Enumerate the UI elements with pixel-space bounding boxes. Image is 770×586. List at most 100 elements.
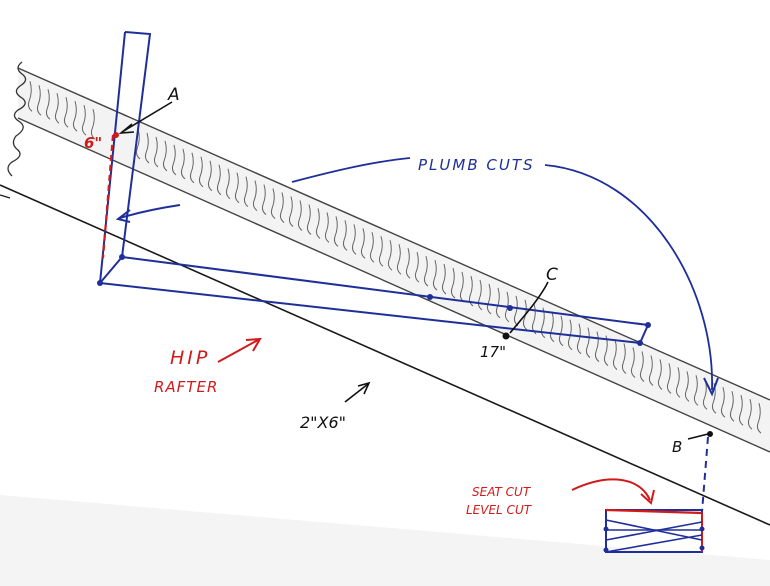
hatch-stroke (396, 244, 402, 275)
hatch-stroke (522, 299, 528, 331)
hip-arrowhead (245, 337, 262, 352)
hatch-stroke (711, 383, 717, 414)
label-seat-cut: SEAT CUT (472, 485, 532, 499)
hatch-stroke (54, 93, 60, 124)
hatch-stroke (261, 184, 267, 215)
hatch-stroke (756, 403, 762, 434)
hatch-stroke (63, 97, 69, 128)
label-rafter: RAFTER (154, 378, 218, 396)
hatch-stroke (585, 327, 591, 359)
corner-dot (427, 294, 433, 300)
hatch-stroke (243, 176, 249, 208)
hatch-stroke (279, 192, 285, 223)
rafter-hatching (27, 81, 762, 434)
label-level-cut: LEVEL CUT (466, 503, 533, 517)
hatch-stroke (360, 228, 366, 259)
hatch-stroke (630, 347, 636, 378)
hatch-stroke (36, 85, 42, 116)
hatch-stroke (720, 387, 726, 418)
hatch-stroke (288, 196, 294, 227)
hatch-stroke (549, 311, 555, 343)
hatch-stroke (612, 339, 618, 370)
corner-dot (507, 305, 513, 311)
hatch-stroke (27, 81, 33, 112)
blue-arrowhead (115, 209, 131, 223)
hatch-stroke (495, 287, 501, 319)
wood-break-line (7, 61, 27, 177)
hatch-stroke (306, 204, 312, 235)
hatch-stroke (216, 164, 222, 196)
pointer-c (509, 281, 549, 334)
lumber-line (0, 184, 770, 526)
square-blade-end (639, 324, 649, 344)
corner-dot (119, 254, 125, 260)
pointer-a (121, 101, 173, 133)
hatch-stroke (675, 367, 681, 398)
seat-cut-line (605, 508, 703, 515)
lumber-end-tick (0, 194, 11, 199)
hip-arrow (217, 339, 259, 363)
hatch-stroke (459, 271, 465, 303)
hatch-stroke (747, 399, 753, 430)
hatch-stroke (153, 136, 159, 168)
hatch-stroke (441, 263, 447, 295)
hatch-stroke (198, 156, 204, 188)
label-dim-6: 6" (84, 134, 102, 152)
hatch-stroke (603, 335, 609, 366)
hatch-stroke (621, 343, 627, 374)
square-blade-bottom (99, 282, 641, 344)
red-point-a (113, 132, 119, 138)
hatch-stroke (639, 351, 645, 382)
label-point-b: B (672, 438, 682, 456)
pencil-rafter (17, 67, 770, 453)
seat-cut-block (603, 508, 705, 553)
hatch-stroke (135, 128, 141, 160)
hatch-stroke (162, 140, 168, 172)
hatch-stroke (576, 323, 582, 355)
hatch-stroke (666, 363, 672, 394)
lumber-pointer-head (357, 381, 371, 395)
plumb-dashed-b (701, 436, 709, 513)
pointer-b (687, 433, 709, 440)
corner-dot (637, 340, 643, 346)
hatch-stroke (252, 180, 258, 212)
rafter-bottom-edge (17, 117, 770, 453)
label-point-a: A (167, 85, 180, 105)
hatch-stroke (405, 248, 411, 279)
hatch-stroke (81, 104, 87, 136)
hatch-stroke (504, 291, 510, 323)
hatch-stroke (684, 371, 690, 402)
square-corner-dots (97, 254, 651, 346)
hatch-stroke (423, 255, 429, 287)
corner-dot (97, 280, 103, 286)
hatch-stroke (414, 252, 420, 283)
hatch-stroke (729, 391, 735, 422)
hatch-stroke (90, 108, 96, 140)
hatch-stroke (702, 379, 708, 410)
hatch-stroke (297, 200, 303, 231)
hatch-stroke (378, 236, 384, 267)
seat-block-cross (605, 519, 703, 553)
paper-lower-edge (0, 495, 770, 586)
plumb-arrowhead (703, 377, 719, 397)
hatch-stroke (432, 259, 438, 291)
hatch-stroke (450, 267, 456, 299)
red-plumb-line (101, 134, 115, 259)
hatch-stroke (180, 148, 186, 180)
seat-arrow (571, 478, 651, 501)
hatch-stroke (315, 208, 321, 239)
plumb-leader-right (544, 164, 713, 391)
hatch-stroke (270, 188, 276, 219)
hatch-stroke (657, 359, 663, 390)
hatch-stroke (387, 240, 393, 271)
label-lumber-size: 2"X6" (300, 413, 346, 432)
hatch-stroke (171, 144, 177, 176)
label-plumb-cuts: PLUMB CUTS (418, 156, 535, 174)
hatch-stroke (225, 168, 231, 200)
hatch-stroke (540, 307, 546, 339)
point-b-dot (707, 431, 713, 437)
plumb-leader-left (291, 157, 411, 183)
